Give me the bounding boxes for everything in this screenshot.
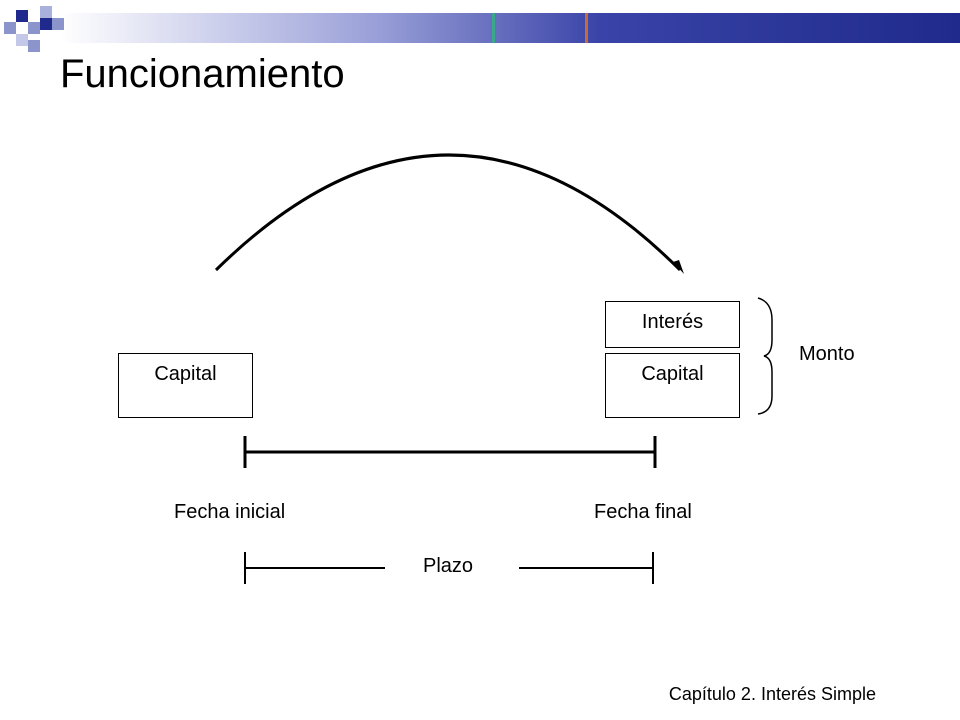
- header-gradient-bar: [60, 13, 960, 43]
- interest-box: Interés: [605, 301, 740, 348]
- capital-final-label: Capital: [641, 363, 704, 385]
- capital-initial-box: Capital: [118, 353, 253, 418]
- slide-title: Funcionamiento: [60, 52, 345, 96]
- header-square-light-3: [40, 6, 52, 18]
- transfer-arc: [214, 153, 682, 272]
- header-accent-mark-orange: [585, 13, 588, 43]
- header-square-light-5: [28, 40, 40, 52]
- interest-label: Interés: [641, 311, 704, 333]
- capital-initial-label: Capital: [154, 363, 217, 385]
- slide-footer: Capítulo 2. Interés Simple: [668, 684, 876, 704]
- monto-label: Monto: [799, 343, 855, 365]
- header-square-light-2: [28, 22, 40, 34]
- end-date-label: Fecha final: [594, 501, 692, 523]
- header-accent-mark-teal: [492, 13, 495, 43]
- capital-final-box: Capital: [605, 353, 740, 418]
- header-square-dark-1: [16, 10, 28, 22]
- header-square-dark-2: [40, 18, 52, 30]
- header-square-light-6: [16, 34, 28, 46]
- header-square-light-4: [52, 18, 64, 30]
- header-square-light-1: [4, 22, 16, 34]
- arc-arrowhead: [673, 260, 684, 274]
- start-date-label: Fecha inicial: [174, 501, 286, 523]
- monto-brace: [757, 297, 773, 415]
- term-label: Plazo: [423, 555, 474, 577]
